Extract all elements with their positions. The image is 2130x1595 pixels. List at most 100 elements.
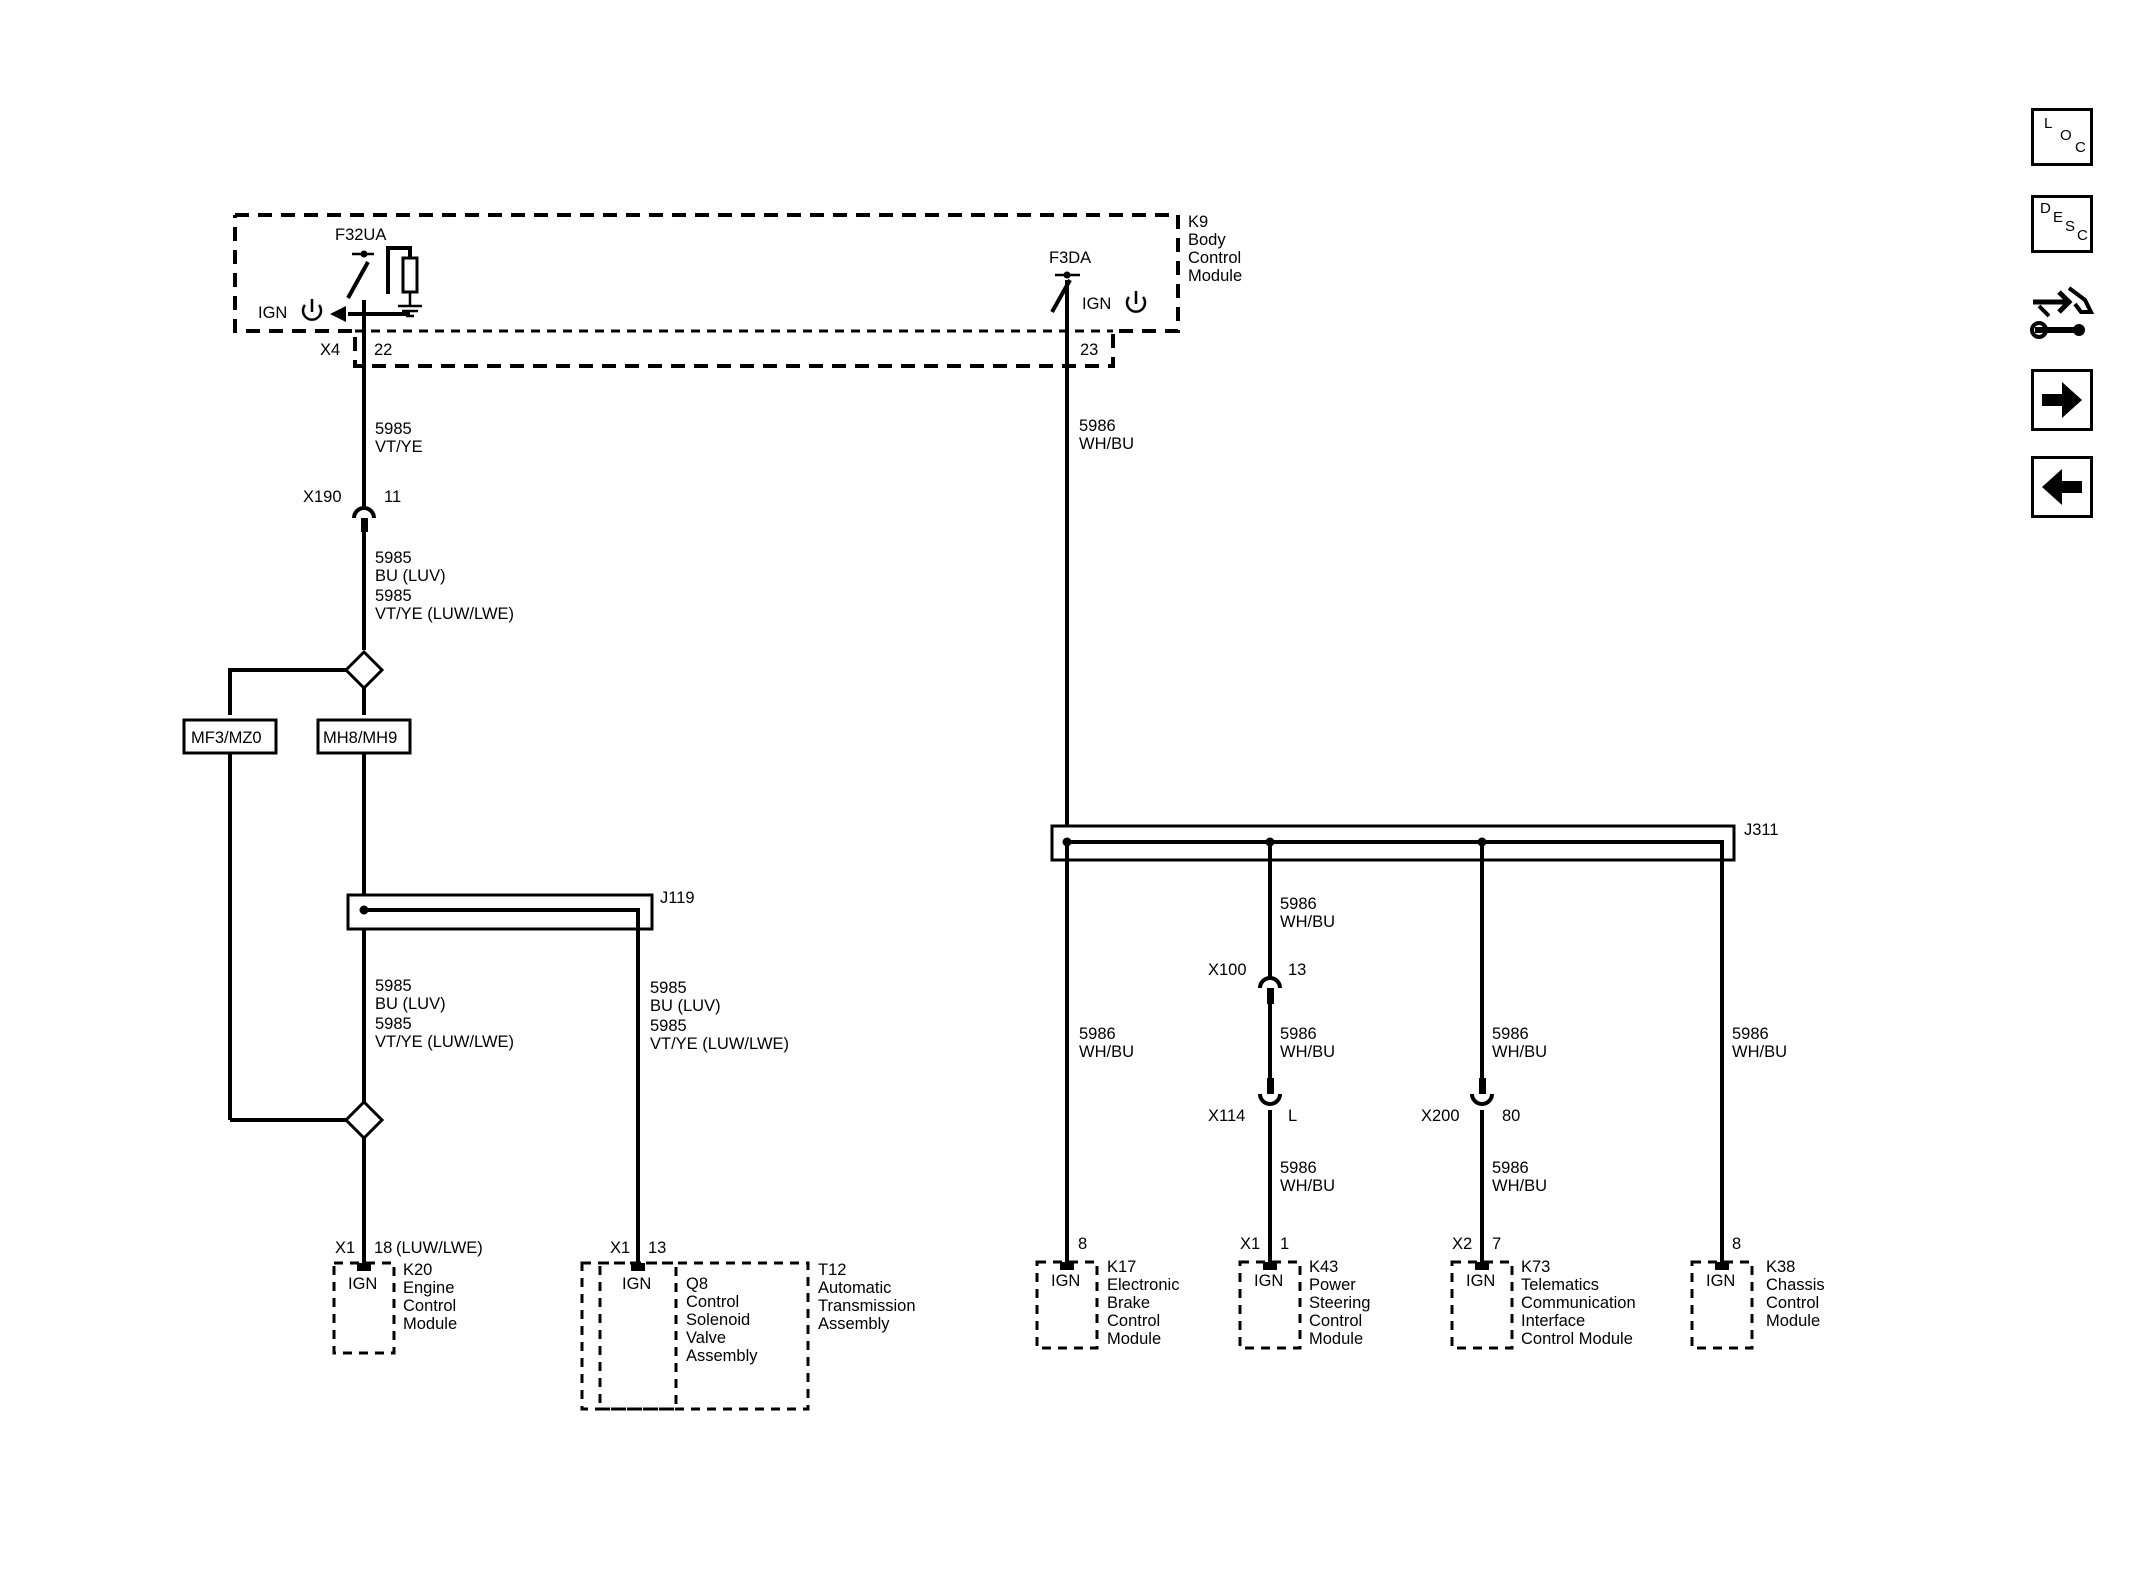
desc-letter-e: E — [2053, 209, 2064, 226]
wire-5985-d-color: VT/YE (LUW/LWE) — [375, 1033, 514, 1051]
k20-engine-control-module — [332, 1261, 396, 1355]
wire-5986-x114-number: 5986 — [1280, 1025, 1317, 1043]
forward-arrow-icon — [2042, 382, 2082, 418]
wire-5985-e-color: BU (LUV) — [650, 997, 721, 1015]
x114-label: X114 — [1208, 1107, 1245, 1125]
k43-ref: K43 — [1309, 1258, 1338, 1276]
k43-line3: Control — [1309, 1312, 1362, 1330]
j311-splice — [1050, 824, 1736, 1263]
k20-ref: K20 — [403, 1261, 432, 1279]
j119-splice — [346, 893, 654, 1263]
back-arrow-icon — [2042, 469, 2082, 505]
k38-line1: Chassis — [1766, 1276, 1825, 1294]
t12-line2: Transmission — [818, 1297, 916, 1315]
desc-button[interactable]: D E S C — [2031, 195, 2093, 253]
k17-electronic-brake-control-module — [1035, 1260, 1099, 1350]
wire-5985-c-color: BU (LUV) — [375, 995, 446, 1013]
k73-line3: Interface — [1521, 1312, 1585, 1330]
connector-wrench-button[interactable] — [2029, 278, 2095, 340]
t12-transmission-assembly — [580, 1261, 810, 1411]
k17-line2: Brake — [1107, 1294, 1150, 1312]
q8-line2: Solenoid — [686, 1311, 750, 1329]
k43-line4: Module — [1309, 1330, 1363, 1348]
option-box-mh8-mh9: MH8/MH9 — [316, 718, 412, 755]
k43-line2: Steering — [1309, 1294, 1370, 1312]
wire-5986-top-color: WH/BU — [1079, 435, 1134, 453]
x114-inline-connector — [1258, 1078, 1282, 1106]
wire-5986-k17-number: 5986 — [1079, 1025, 1116, 1043]
wire-5986-k38-color: WH/BU — [1732, 1043, 1787, 1061]
wire-5986-k17-color: WH/BU — [1079, 1043, 1134, 1061]
option-join-diamond-lower — [343, 1099, 385, 1263]
wire-5986-x100-number: 5986 — [1280, 895, 1317, 913]
connector-wrench-icon — [2030, 286, 2095, 339]
k9-ign-right-label: IGN — [1082, 295, 1111, 313]
k43-pin: 1 — [1280, 1235, 1289, 1253]
k38-ref: K38 — [1766, 1258, 1795, 1276]
x4-label: X4 — [320, 341, 340, 359]
fuse-f3da-label: F3DA — [1049, 249, 1091, 267]
fuse-f32ua-label: F32UA — [335, 226, 386, 244]
wire-5985-a-color: BU (LUV) — [375, 567, 446, 585]
back-button[interactable] — [2031, 456, 2093, 518]
x200-pin: 80 — [1502, 1107, 1520, 1125]
k38-line2: Control — [1766, 1294, 1819, 1312]
k9-line3: Module — [1188, 267, 1242, 285]
k73-ign: IGN — [1466, 1272, 1495, 1290]
x100-inline-connector — [1258, 976, 1282, 1004]
svg-text:MF3/MZ0: MF3/MZ0 — [191, 729, 262, 747]
k17-line1: Electronic — [1107, 1276, 1179, 1294]
k73-line1: Telematics — [1521, 1276, 1599, 1294]
wire-5986-k43-number: 5986 — [1280, 1159, 1317, 1177]
q8-line3: Valve — [686, 1329, 726, 1347]
loc-button[interactable]: L O C — [2031, 108, 2093, 166]
k17-ign: IGN — [1051, 1272, 1080, 1290]
wire-5986-k73-number: 5986 — [1492, 1159, 1529, 1177]
k20-ign: IGN — [348, 1275, 377, 1293]
wire-5985-c-number: 5985 — [375, 977, 412, 995]
k17-line4: Module — [1107, 1330, 1161, 1348]
x190-pin: 11 — [384, 488, 401, 506]
wire-5986-k73-color: WH/BU — [1492, 1177, 1547, 1195]
t12-ref: T12 — [818, 1261, 846, 1279]
x114-pin: L — [1288, 1107, 1297, 1125]
k43-power-steering-control-module — [1238, 1260, 1302, 1350]
k73-pin: 7 — [1492, 1235, 1501, 1253]
wire-5985-f-number: 5985 — [650, 1017, 687, 1035]
option-box-mf3-mz0: MF3/MZ0 — [182, 718, 278, 755]
k43-connector: X1 — [1240, 1235, 1260, 1253]
k38-ign: IGN — [1706, 1272, 1735, 1290]
desc-letter-d: D — [2040, 200, 2051, 217]
wire-5985-d-number: 5985 — [375, 1015, 412, 1033]
q8-connector: X1 — [610, 1239, 630, 1257]
k20-line3: Module — [403, 1315, 457, 1333]
k17-ref: K17 — [1107, 1258, 1136, 1276]
desc-letter-s: S — [2065, 218, 2076, 235]
wire-5986-k38-number: 5986 — [1732, 1025, 1769, 1043]
forward-button[interactable] — [2031, 369, 2093, 431]
x4-pin-22: 22 — [374, 341, 392, 359]
k17-pin: 8 — [1078, 1235, 1087, 1253]
wire-5986-x200-color: WH/BU — [1492, 1043, 1547, 1061]
x100-pin: 13 — [1288, 961, 1306, 979]
x200-label: X200 — [1421, 1107, 1460, 1125]
q8-ign: IGN — [622, 1275, 651, 1293]
k20-connector: X1 — [335, 1239, 355, 1257]
wire-5986-top-number: 5986 — [1079, 417, 1116, 435]
x100-label: X100 — [1208, 961, 1247, 979]
x200-inline-connector — [1470, 1078, 1494, 1106]
k73-connector: X2 — [1452, 1235, 1472, 1253]
q8-ref: Q8 — [686, 1275, 708, 1293]
fuse-f32ua-switch — [330, 246, 422, 322]
j311-label: J311 — [1744, 821, 1779, 839]
wire-5986-x200-number: 5986 — [1492, 1025, 1529, 1043]
wire-5986-x114-color: WH/BU — [1280, 1043, 1335, 1061]
loc-letter-c: C — [2075, 139, 2086, 156]
loc-letter-o: O — [2060, 127, 2072, 144]
svg-text:MH8/MH9: MH8/MH9 — [323, 729, 397, 747]
k38-line3: Module — [1766, 1312, 1820, 1330]
k20-line1: Engine — [403, 1279, 454, 1297]
k9-power-icon-right — [1125, 291, 1147, 313]
option-split-diamond-upper — [228, 649, 385, 715]
